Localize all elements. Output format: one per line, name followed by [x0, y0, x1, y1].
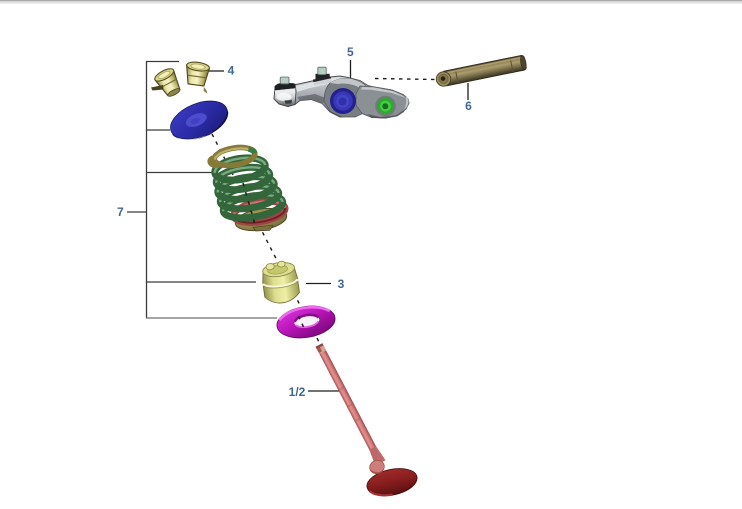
svg-text:3: 3: [338, 277, 345, 291]
svg-text:1/2: 1/2: [289, 385, 306, 399]
svg-text:7: 7: [117, 205, 124, 219]
svg-text:6: 6: [465, 99, 472, 113]
svg-text:4: 4: [228, 64, 235, 78]
svg-text:5: 5: [347, 45, 354, 59]
